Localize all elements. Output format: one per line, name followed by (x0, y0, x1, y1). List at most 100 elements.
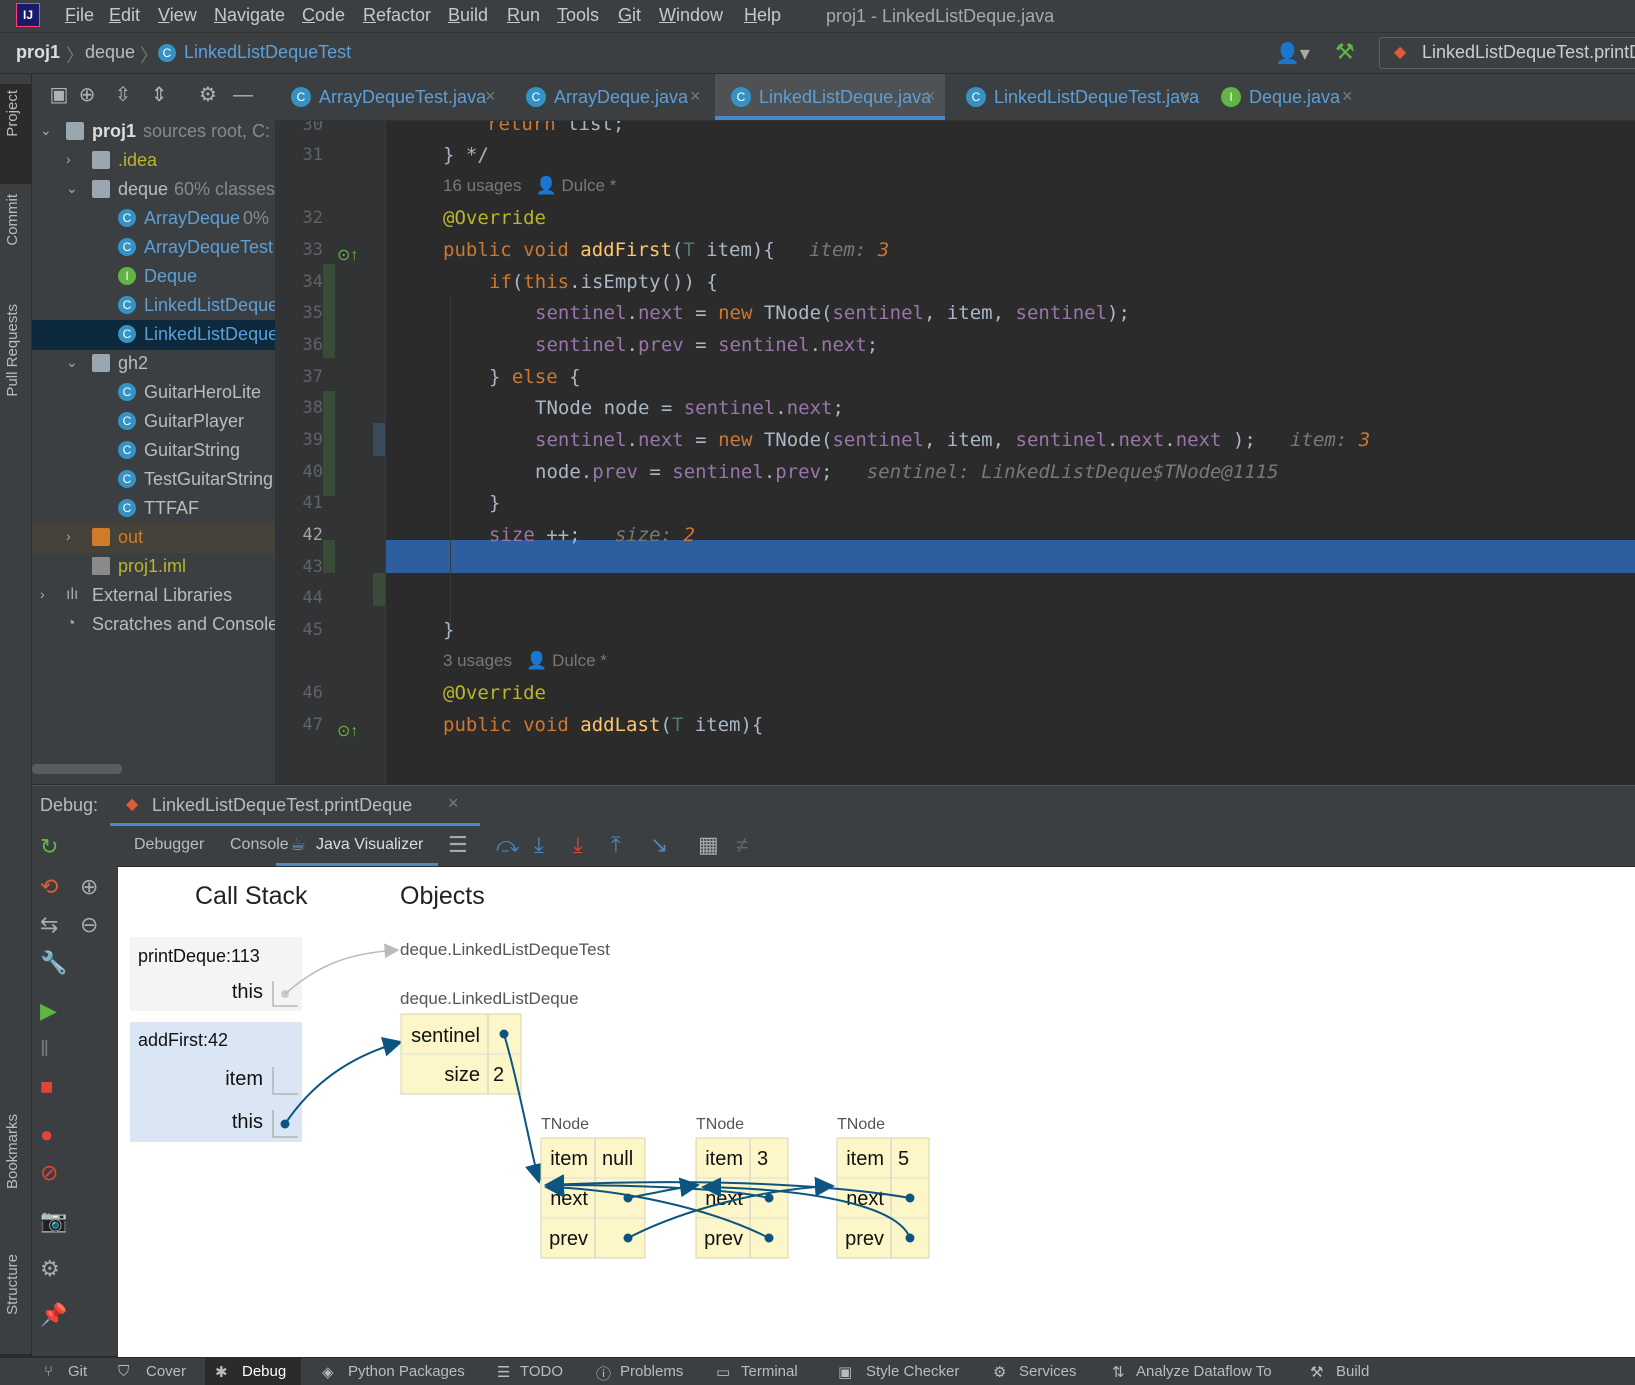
code-lens-usages[interactable]: 3 usages 👤 Dulce * (443, 651, 607, 671)
tree-item-linkedlistdequetest-selected[interactable]: C LinkedListDeque (32, 320, 275, 350)
chevron-right-icon[interactable]: › (40, 586, 45, 602)
tool-window-problems[interactable]: Problems (620, 1363, 683, 1380)
build-hammer-icon[interactable]: ⚒ (1335, 39, 1355, 65)
step-over-icon[interactable]: ⤼ (496, 832, 520, 858)
menu-navigate[interactable]: Navigate (214, 5, 285, 26)
project-view-icon[interactable]: ▣ (48, 84, 70, 106)
code-editor[interactable]: ⊙↑ ⊙↑ 30 31 32 33 34 35 36 37 38 39 40 4… (275, 121, 1635, 784)
run-configuration-selector[interactable]: ◆ LinkedListDequeTest.printD (1379, 37, 1635, 69)
chevron-down-icon[interactable]: ⌄ (66, 180, 78, 197)
camera-icon[interactable]: 📷 (40, 1208, 67, 1234)
tab-arraydequetest[interactable]: C ArrayDequeTest.java × (275, 74, 505, 120)
tree-item-proj1-iml[interactable]: proj1.iml (32, 552, 275, 582)
step-out-icon[interactable]: ⤒ (611, 832, 621, 858)
tool-window-build[interactable]: Build (1336, 1363, 1369, 1380)
menu-build[interactable]: Build (448, 5, 488, 26)
stop-icon[interactable]: ■ (40, 1074, 53, 1100)
tool-tab-pull-requests[interactable]: Pull Requests (4, 304, 21, 397)
menu-run[interactable]: Run (507, 5, 540, 26)
mute-breakpoints-icon[interactable]: ⊘ (40, 1160, 58, 1186)
close-icon[interactable]: × (485, 86, 496, 107)
tree-item-gh2[interactable]: ⌄ gh2 (32, 349, 275, 379)
breadcrumb-deque[interactable]: deque (85, 42, 135, 63)
view-breakpoints-icon[interactable]: ● (40, 1122, 53, 1148)
override-icon[interactable]: ⊙↑ (337, 245, 358, 265)
tree-item-external-libraries[interactable]: › ılı External Libraries (32, 581, 275, 611)
tool-tab-project[interactable]: Project (4, 90, 21, 137)
tool-window-cover[interactable]: Cover (146, 1363, 186, 1380)
pin-icon[interactable]: 📌 (40, 1302, 67, 1328)
restore-layout-icon[interactable]: ⇆ (40, 912, 58, 938)
tree-item-linkedlistdeque[interactable]: C LinkedListDeque (32, 291, 275, 321)
tab-debugger[interactable]: Debugger (134, 836, 204, 854)
close-icon[interactable]: × (448, 793, 459, 814)
tool-window-python-packages[interactable]: Python Packages (348, 1363, 465, 1380)
horizontal-scrollbar[interactable] (32, 764, 122, 774)
tree-item-proj1[interactable]: ⌄ proj1 sources root, C: (32, 117, 275, 147)
tab-deque[interactable]: I Deque.java × (1205, 74, 1365, 120)
trace-stream-icon[interactable]: ≠ (736, 832, 748, 858)
code-lens-usages[interactable]: 16 usages 👤 Dulce * (443, 176, 616, 196)
evaluate-expression-icon[interactable]: ▦ (698, 832, 719, 858)
tree-item-idea[interactable]: › .idea (32, 146, 275, 176)
force-step-into-icon[interactable]: ⤓ (573, 832, 583, 858)
close-icon[interactable]: × (1180, 86, 1191, 107)
tool-window-todo[interactable]: TODO (520, 1363, 563, 1380)
chevron-down-icon[interactable]: ⌄ (66, 354, 78, 371)
menu-git[interactable]: Git (618, 5, 641, 26)
close-icon[interactable]: × (690, 86, 701, 107)
breadcrumb-linkedlistdequetest[interactable]: LinkedListDequeTest (184, 42, 351, 63)
menu-view[interactable]: View (158, 5, 197, 26)
tree-item-guitarstring[interactable]: C GuitarString (32, 436, 275, 466)
tree-item-guitarplayer[interactable]: C GuitarPlayer (32, 407, 275, 437)
tree-item-out[interactable]: › out (32, 523, 275, 553)
breadcrumb-proj1[interactable]: proj1 (16, 42, 60, 63)
chevron-down-icon[interactable]: ⌄ (40, 122, 52, 139)
override-icon[interactable]: ⊙↑ (337, 721, 358, 741)
rerun-failed-icon[interactable]: ⟲ (40, 874, 58, 900)
chevron-right-icon[interactable]: › (66, 528, 71, 544)
tool-window-git[interactable]: Git (68, 1363, 87, 1380)
hide-icon[interactable]: — (232, 84, 254, 106)
menu-code[interactable]: Code (302, 5, 345, 26)
menu-refactor[interactable]: Refactor (363, 5, 431, 26)
rerun-icon[interactable]: ↻ (40, 834, 58, 860)
close-icon[interactable]: × (1342, 86, 1353, 107)
tree-item-scratches[interactable]: ◔ Scratches and Console (32, 610, 275, 640)
tool-window-analyze-dataflow[interactable]: Analyze Dataflow To (1136, 1363, 1272, 1380)
debug-session-tab[interactable]: ◆ LinkedListDequeTest.printDeque × (110, 786, 480, 826)
gear-icon[interactable]: ⚙ (40, 1256, 60, 1282)
pause-icon[interactable]: ‖ (40, 1036, 49, 1062)
menu-help[interactable]: Help (744, 5, 781, 26)
run-to-cursor-icon[interactable]: ↘ (650, 832, 668, 858)
locate-icon[interactable]: ⊕ (76, 84, 98, 106)
tab-linkedlistdeque-active[interactable]: C LinkedListDeque.java × (715, 74, 945, 120)
gear-icon[interactable]: ⚙ (197, 84, 219, 106)
tree-item-testguitarstring[interactable]: C TestGuitarString (32, 465, 275, 495)
zoom-in-icon[interactable]: ⊕ (80, 874, 98, 900)
tool-window-style-checker[interactable]: Style Checker (866, 1363, 959, 1380)
menu-lines-icon[interactable]: ☰ (448, 832, 468, 858)
user-icon[interactable]: 👤▾ (1275, 41, 1310, 66)
tree-item-deque[interactable]: ⌄ deque 60% classes (32, 175, 275, 205)
tab-java-visualizer-active[interactable]: ☕ Java Visualizer (276, 826, 438, 866)
tool-tab-structure[interactable]: Structure (4, 1254, 21, 1315)
menu-tools[interactable]: Tools (557, 5, 599, 26)
tree-item-ttfaf[interactable]: C TTFAF (32, 494, 275, 524)
wrench-icon[interactable]: 🔧 (40, 950, 67, 976)
resume-icon[interactable]: ▶ (40, 998, 57, 1024)
step-into-icon[interactable]: ⤓ (534, 832, 544, 858)
menu-window[interactable]: Window (659, 5, 723, 26)
tree-item-guitarherolite[interactable]: C GuitarHeroLite (32, 378, 275, 408)
tab-linkedlistdequetest[interactable]: C LinkedListDequeTest.java × (950, 74, 1200, 120)
close-icon[interactable]: × (925, 86, 936, 107)
tool-window-services[interactable]: Services (1019, 1363, 1077, 1380)
tab-arraydeque[interactable]: C ArrayDeque.java × (510, 74, 710, 120)
tool-window-debug[interactable]: Debug (242, 1363, 286, 1380)
chevron-right-icon[interactable]: › (66, 151, 71, 167)
collapse-all-icon[interactable]: ⇕ (148, 84, 170, 106)
menu-file[interactable]: File (65, 5, 94, 26)
tree-item-arraydequetest[interactable]: C ArrayDequeTest (32, 233, 275, 263)
tool-tab-commit[interactable]: Commit (4, 194, 21, 246)
menu-edit[interactable]: Edit (109, 5, 140, 26)
